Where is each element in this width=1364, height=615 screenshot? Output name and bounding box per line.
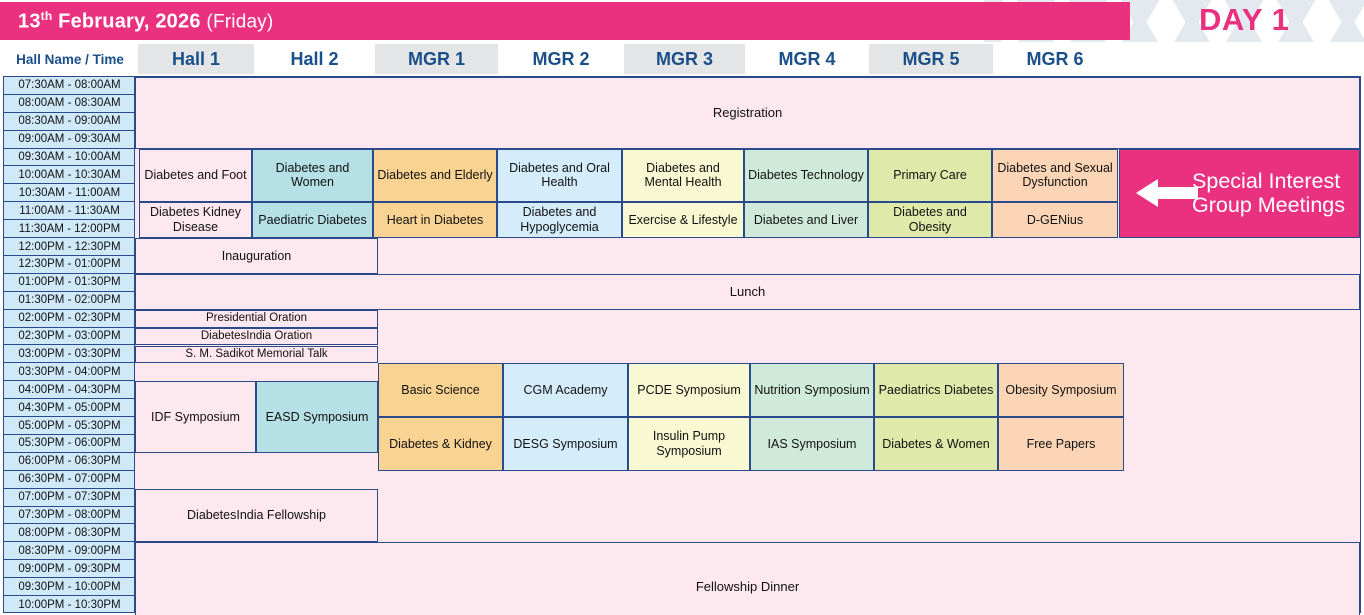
session-ias-symposium[interactable]: IAS Symposium <box>750 417 874 471</box>
session-d-genius[interactable]: D-GENius <box>992 202 1118 239</box>
time-slot: 03:00PM - 03:30PM <box>4 346 135 364</box>
session-diabetes-and-women[interactable]: Diabetes and Women <box>252 148 373 203</box>
session-basic-science[interactable]: Basic Science <box>378 363 503 418</box>
session-diabetes-and-hypoglycemia[interactable]: Diabetes and Hypoglycemia <box>497 202 622 239</box>
sig-banner-text: Special Interest Group Meetings <box>1192 169 1345 217</box>
special-interest-group-banner[interactable]: Special Interest Group Meetings <box>1119 148 1360 239</box>
session-idf-symposium[interactable]: IDF Symposium <box>135 381 256 453</box>
session-diabetes-and-mental-health[interactable]: Diabetes and Mental Health <box>622 148 744 203</box>
time-slot: 02:00PM - 02:30PM <box>4 310 135 328</box>
time-slot: 03:30PM - 04:00PM <box>4 363 135 382</box>
time-slot: 07:00PM - 07:30PM <box>4 489 135 507</box>
time-slot: 08:30AM - 09:00AM <box>4 113 135 131</box>
hall-header-mgr-6[interactable]: MGR 6 <box>1026 48 1084 69</box>
time-slot: 06:30PM - 07:00PM <box>4 471 135 489</box>
date-bar: 13th February, 2026 (Friday) <box>0 2 1130 40</box>
session-primary-care[interactable]: Primary Care <box>868 148 992 203</box>
hall-header-mgr-3[interactable]: MGR 3 <box>624 44 745 74</box>
session-fellowship-dinner[interactable]: Fellowship Dinner <box>135 542 1360 615</box>
session-diabetes-technology[interactable]: Diabetes Technology <box>744 148 868 203</box>
session-diabetes-kidney-disease[interactable]: Diabetes Kidney Disease <box>139 202 252 239</box>
time-slot: 09:30PM - 10:00PM <box>4 578 135 597</box>
session-nutrition-symposium[interactable]: Nutrition Symposium <box>750 363 874 418</box>
date-day: 13 <box>18 10 41 33</box>
time-slot: 10:00PM - 10:30PM <box>18 599 121 612</box>
date-ordinal-suffix: th <box>40 8 53 23</box>
time-slot: 05:30PM - 06:00PM <box>4 435 135 453</box>
time-slot: 10:30AM - 11:00AM <box>4 184 135 203</box>
session-heart-in-diabetes[interactable]: Heart in Diabetes <box>373 202 497 239</box>
time-slot: 12:30PM - 01:00PM <box>4 256 135 274</box>
session-diabetesindia-oration[interactable]: DiabetesIndia Oration <box>135 327 378 346</box>
date-text: 13th February, 2026 (Friday) <box>18 9 273 34</box>
session-insulin-pump-symposium[interactable]: Insulin Pump Symposium <box>628 417 750 471</box>
session-paediatrics-diabetes[interactable]: Paediatrics Diabetes <box>874 363 998 418</box>
time-slot: 08:00AM - 08:30AM <box>4 95 135 113</box>
hall-header-mgr-1[interactable]: MGR 1 <box>375 44 498 74</box>
session-diabetes-and-kidney[interactable]: Diabetes & Kidney <box>378 417 503 471</box>
left-arrow-icon <box>1136 179 1198 208</box>
time-slot: 01:00PM - 01:30PM <box>4 274 135 292</box>
session-diabetes-and-sexual-dysfunction[interactable]: Diabetes and Sexual Dysfunction <box>992 148 1118 203</box>
time-slot: 07:30AM - 08:00AM <box>4 77 135 95</box>
time-slot: 09:00PM - 09:30PM <box>4 560 135 579</box>
session-diabetesindia-fellowship[interactable]: DiabetesIndia Fellowship <box>135 488 378 543</box>
hall-header-mgr-2[interactable]: MGR 2 <box>532 48 590 69</box>
time-slot: 02:30PM - 03:00PM <box>4 328 135 346</box>
session-obesity-symposium[interactable]: Obesity Symposium <box>998 363 1124 418</box>
session-diabetes-and-women-pm[interactable]: Diabetes & Women <box>874 417 998 471</box>
session-free-papers[interactable]: Free Papers <box>998 417 1124 471</box>
session-exercise-and-lifestyle[interactable]: Exercise & Lifestyle <box>622 202 744 239</box>
date-month-year: February, 2026 <box>52 10 201 33</box>
session-paediatric-diabetes[interactable]: Paediatric Diabetes <box>252 202 373 239</box>
hall-name-time-header: Hall Name / Time <box>16 51 124 67</box>
session-diabetes-and-elderly[interactable]: Diabetes and Elderly <box>373 148 497 203</box>
session-presidential-oration[interactable]: Presidential Oration <box>135 309 378 328</box>
time-slot: 06:00PM - 06:30PM <box>4 453 135 471</box>
session-easd-symposium[interactable]: EASD Symposium <box>256 381 378 453</box>
session-lunch[interactable]: Lunch <box>135 273 1360 310</box>
time-slot: 01:30PM - 02:00PM <box>4 292 135 310</box>
session-registration[interactable]: Registration <box>135 77 1360 149</box>
session-diabetes-and-obesity[interactable]: Diabetes and Obesity <box>868 202 992 239</box>
date-weekday: (Friday) <box>206 11 274 33</box>
session-pcde-symposium[interactable]: PCDE Symposium <box>628 363 750 418</box>
day-label: DAY 1 <box>1199 2 1290 37</box>
sig-banner-line-1: Special Interest <box>1192 169 1341 194</box>
time-slot: 04:00PM - 04:30PM <box>4 381 135 400</box>
time-slot: 11:30AM - 12:00PM <box>4 220 135 239</box>
session-inauguration[interactable]: Inauguration <box>135 238 378 274</box>
time-slot: 04:30PM - 05:00PM <box>4 399 135 418</box>
hall-header-mgr-4[interactable]: MGR 4 <box>778 48 836 69</box>
time-slot: 05:00PM - 05:30PM <box>4 417 135 435</box>
session-diabetes-and-oral-health[interactable]: Diabetes and Oral Health <box>497 148 622 203</box>
time-slot: 08:00PM - 08:30PM <box>4 525 135 543</box>
time-slot: 10:00AM - 10:30AM <box>4 167 135 185</box>
time-slot: 09:30AM - 10:00AM <box>4 149 135 167</box>
session-desg-symposium[interactable]: DESG Symposium <box>503 417 628 471</box>
hall-header-row: Hall Name / Time Hall 1 Hall 2 MGR 1 MGR… <box>0 44 1364 74</box>
hall-header-mgr-5[interactable]: MGR 5 <box>869 44 993 74</box>
time-slot: 07:30PM - 08:00PM <box>4 507 135 525</box>
time-slot: 12:00PM - 12:30PM <box>4 238 135 256</box>
schedule-body: Registration Diabetes and Foot Diabetes … <box>135 77 1360 615</box>
session-diabetes-and-liver[interactable]: Diabetes and Liver <box>744 202 868 239</box>
time-slot: 09:00AM - 09:30AM <box>4 131 135 149</box>
sig-banner-line-2: Group Meetings <box>1192 193 1345 218</box>
hall-header-hall-2[interactable]: Hall 2 <box>290 48 339 69</box>
session-diabetes-and-foot[interactable]: Diabetes and Foot <box>139 148 252 203</box>
top-banner: 13th February, 2026 (Friday) DAY 1 <box>0 0 1364 42</box>
time-slot: 08:30PM - 09:00PM <box>4 542 135 561</box>
session-cgm-academy[interactable]: CGM Academy <box>503 363 628 418</box>
time-slot: 11:00AM - 11:30AM <box>4 202 135 221</box>
hall-header-hall-1[interactable]: Hall 1 <box>138 44 254 74</box>
session-sm-sadikot-memorial-talk[interactable]: S. M. Sadikot Memorial Talk <box>135 345 378 364</box>
